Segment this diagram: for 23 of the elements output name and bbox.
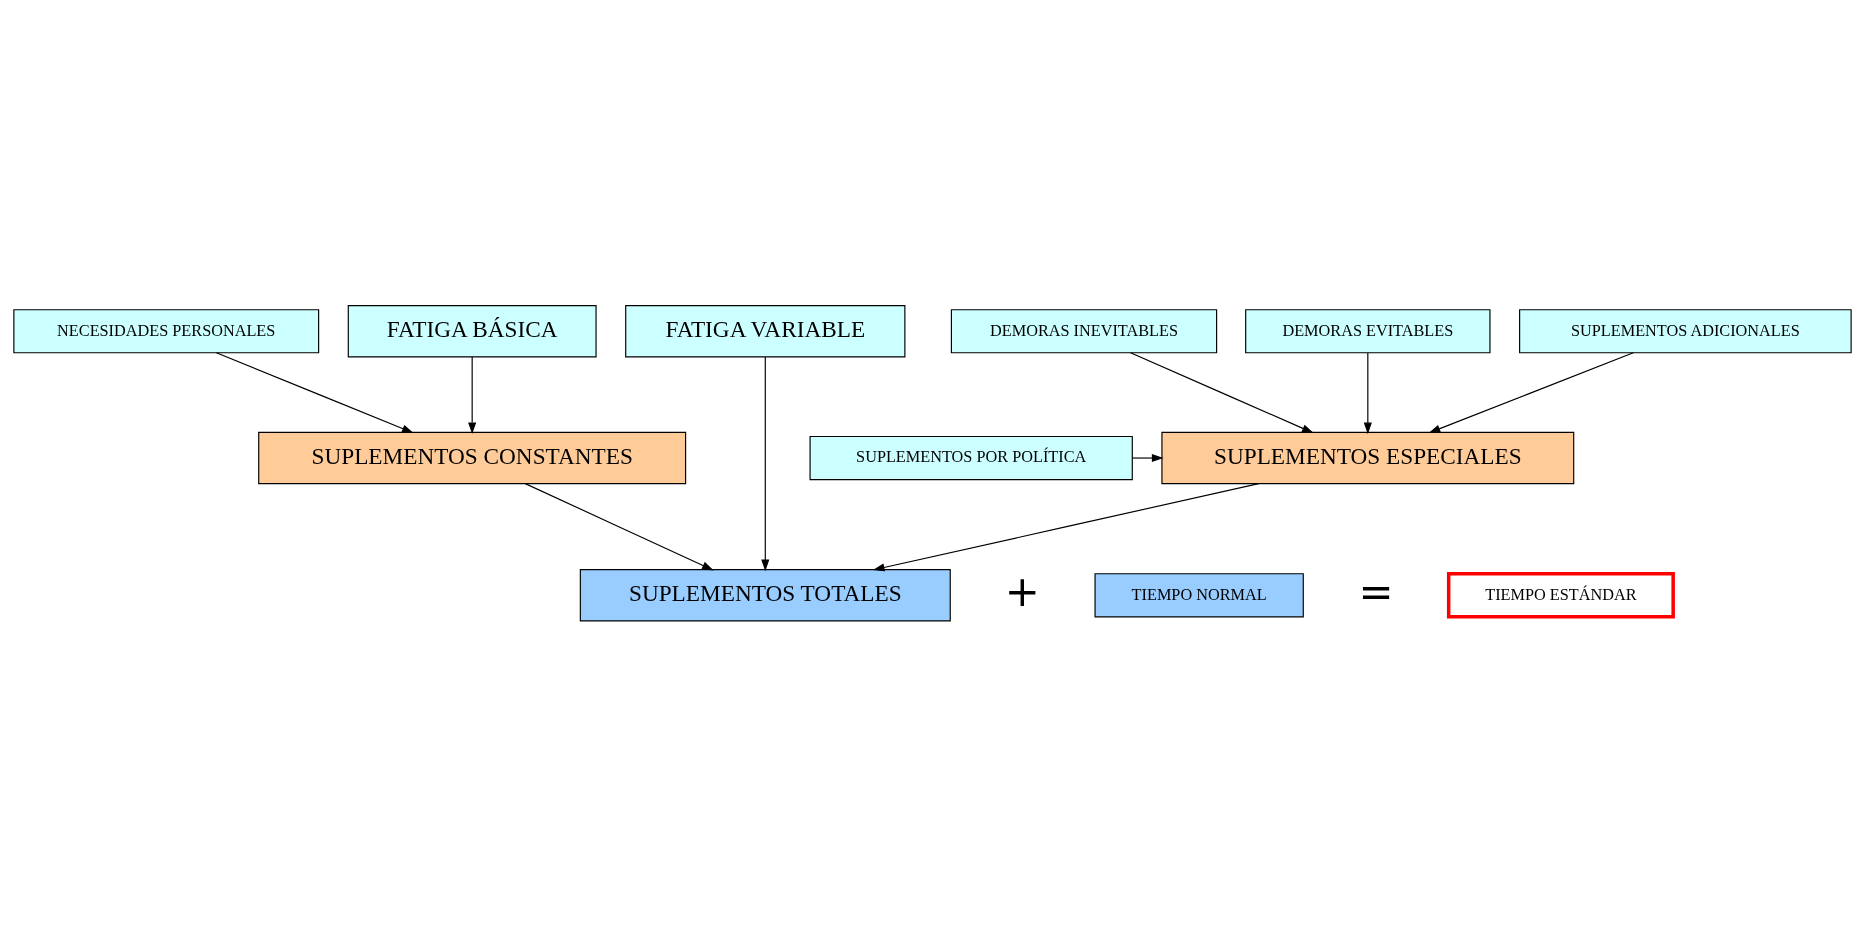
- arrow: [524, 483, 714, 571]
- node-box: SUPLEMENTOS CONSTANTES: [258, 431, 687, 485]
- arrow: [761, 356, 770, 572]
- node-box: FATIGA VARIABLE: [625, 305, 906, 358]
- arrow: [1428, 352, 1634, 434]
- label: +: [1004, 566, 1040, 616]
- node-box: TIEMPO NORMAL: [1094, 573, 1304, 618]
- node-box: DEMORAS EVITABLES: [1245, 309, 1491, 354]
- arrow: [872, 483, 1260, 572]
- node-box: DEMORAS INEVITABLES: [950, 309, 1218, 354]
- node-box: NECESIDADES PERSONALES: [13, 309, 320, 354]
- node-box: FATIGA BÁSICA: [347, 305, 597, 358]
- arrow: [215, 352, 414, 434]
- arrow: [1130, 352, 1314, 434]
- node-box: TIEMPO ESTÁNDAR: [1446, 572, 1675, 619]
- arrow: [1363, 352, 1372, 435]
- label: =: [1358, 566, 1394, 616]
- node-box: SUPLEMENTOS TOTALES: [579, 569, 951, 622]
- arrow: [1131, 453, 1164, 463]
- node-box: SUPLEMENTOS ESPECIALES: [1161, 431, 1575, 485]
- node-box: SUPLEMENTOS POR POLÍTICA: [809, 435, 1133, 481]
- arrow: [468, 356, 477, 435]
- node-box: SUPLEMENTOS ADICIONALES: [1519, 309, 1852, 354]
